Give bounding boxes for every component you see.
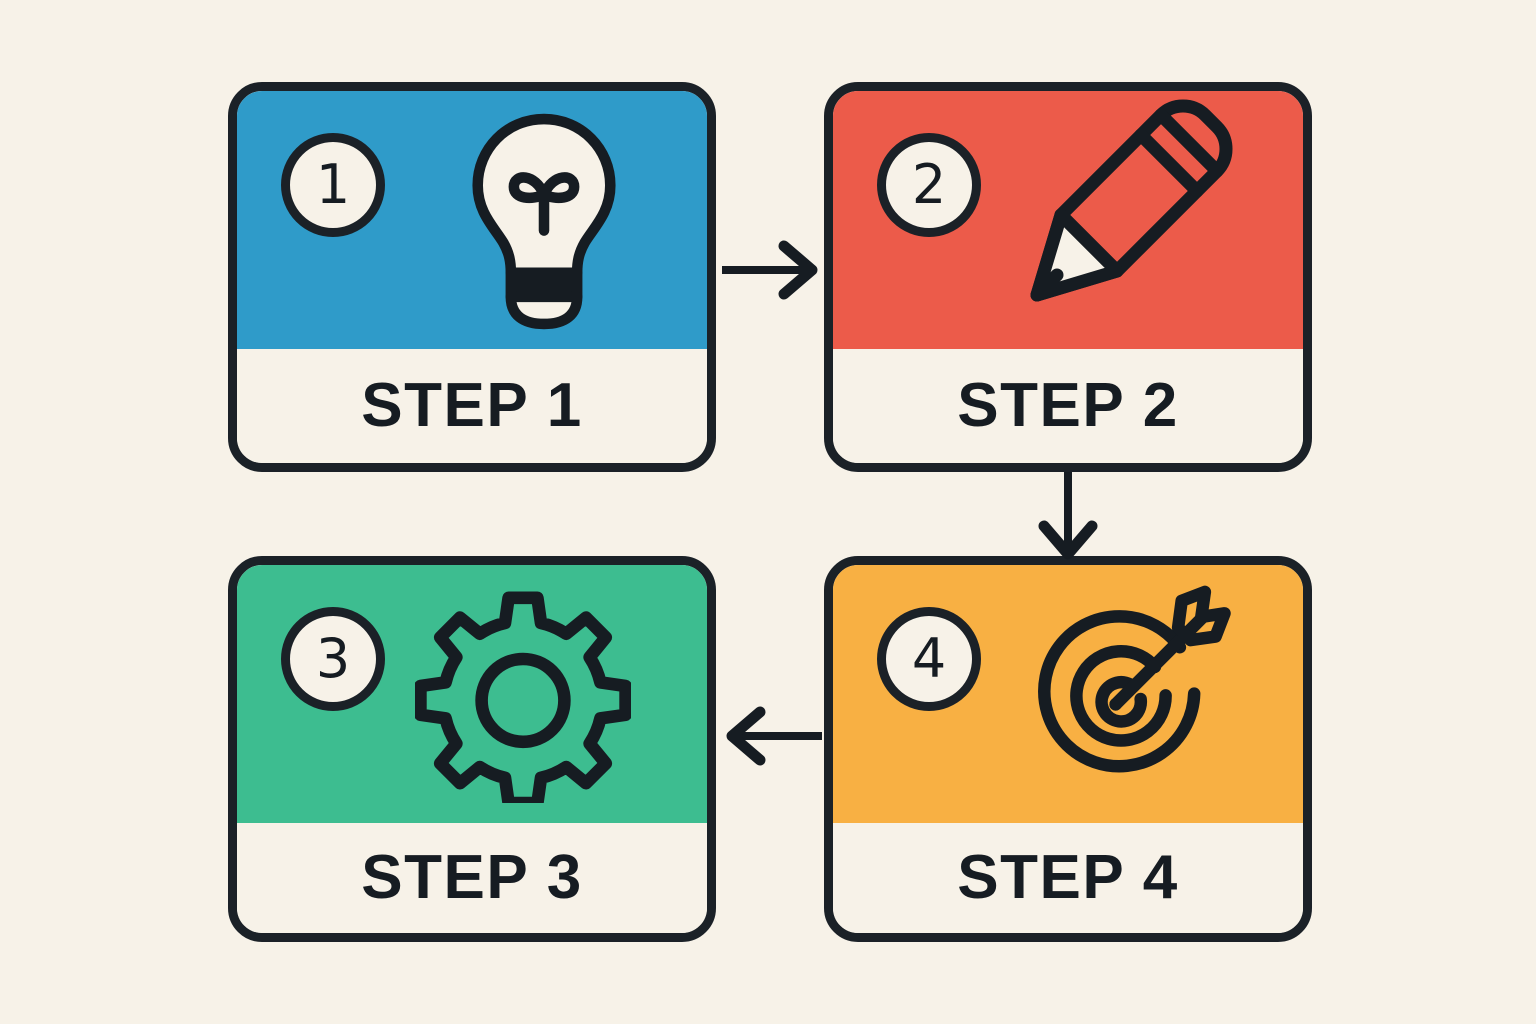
step-number-2: 2 [911, 153, 947, 216]
step-label-1: STEP 1 [361, 371, 583, 440]
step-card-4[interactable]: 4 STEP 4 [824, 556, 1312, 942]
step-label-2: STEP 2 [957, 371, 1179, 440]
step-number-badge-4: 4 [877, 607, 981, 711]
step-card-1[interactable]: 1 STEP 1 [228, 82, 716, 472]
step-card-1-icon-area: 1 [237, 91, 707, 349]
step-label-3: STEP 3 [361, 843, 583, 912]
step-number-badge-2: 2 [877, 133, 981, 237]
step-card-2-label-band: STEP 2 [833, 349, 1303, 463]
step-card-2[interactable]: 2 STEP 2 [824, 82, 1312, 472]
step-card-4-icon-area: 4 [833, 565, 1303, 823]
gear-icon [415, 587, 631, 803]
step-number-badge-3: 3 [281, 607, 385, 711]
step-number-badge-1: 1 [281, 133, 385, 237]
step-card-3-icon-area: 3 [237, 565, 707, 823]
target-arrow-icon [1005, 583, 1237, 815]
step-number-1: 1 [315, 153, 351, 216]
step-card-3-label-band: STEP 3 [237, 823, 707, 933]
arrow-step4-to-step3 [722, 694, 822, 778]
pencil-icon [993, 99, 1233, 339]
step-number-3: 3 [315, 627, 351, 690]
step-card-2-icon-area: 2 [833, 91, 1303, 349]
arrow-step2-to-step4 [1026, 472, 1110, 564]
step-card-1-label-band: STEP 1 [237, 349, 707, 463]
lightbulb-icon [449, 107, 639, 333]
step-card-3[interactable]: 3 STEP 3 [228, 556, 716, 942]
step-label-4: STEP 4 [957, 843, 1179, 912]
arrow-step1-to-step2 [722, 228, 822, 312]
step-card-4-label-band: STEP 4 [833, 823, 1303, 933]
step-number-4: 4 [911, 627, 947, 690]
